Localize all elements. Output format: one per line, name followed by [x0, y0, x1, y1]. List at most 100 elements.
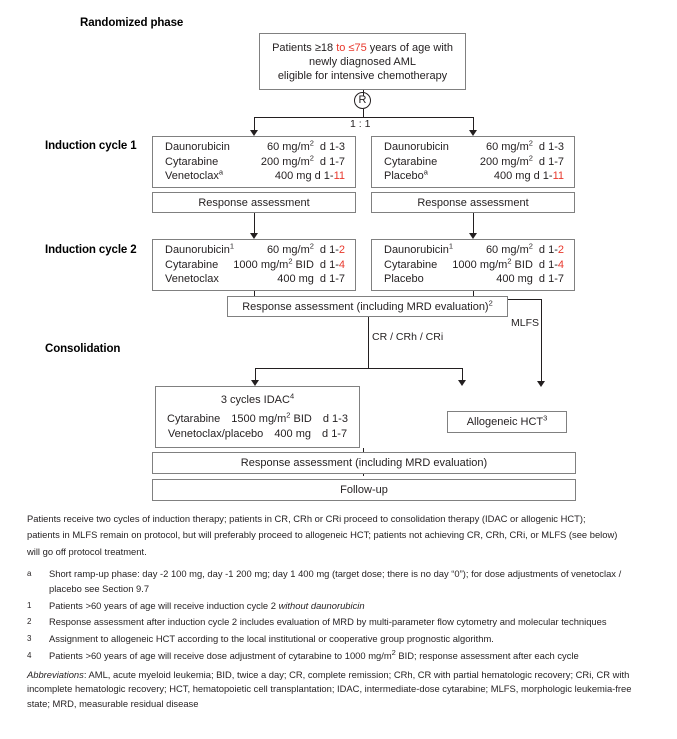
induction1-left-day: d 1-7 [319, 155, 345, 168]
connector-cr-vertical [368, 317, 369, 369]
induction2-right-drug-name: Daunorubicin1 [384, 241, 453, 257]
footnote-text-4: Patients >60 years of age will receive d… [49, 648, 579, 662]
induction1-right-drug-name: Cytarabine [384, 155, 438, 168]
induction2-left-drug-name: Daunorubicin1 [165, 241, 234, 257]
phase-label-consolidation: Consolidation [45, 343, 121, 355]
induction1-left-response-box: Response assessment [152, 192, 356, 213]
footnote-mark-1: 1 [27, 600, 32, 610]
connector-split-left [254, 117, 255, 132]
footnote-item-3: 3 Assignment to allogeneic HCT according… [27, 632, 652, 646]
idac-dose: 400 mg [274, 427, 312, 440]
induction2-left-drug-name: Cytarabine [165, 258, 219, 271]
phase-label-induction-cycle-1: Induction cycle 1 [45, 140, 137, 152]
arrow-cr-to-hct [458, 380, 466, 386]
arrow-to-induction2-right [469, 233, 477, 239]
footnote-intro-line-1: Patients receive two cycles of induction… [27, 513, 586, 524]
induction2-right-dose: 1000 mg/m2 BID [452, 256, 533, 271]
induction2-right-day-highlight: 2 [557, 244, 564, 257]
footnote-text-1: Patients >60 years of age will receive i… [49, 599, 365, 611]
final-response-assessment-label: Response assessment (including MRD evalu… [240, 457, 488, 469]
induction2-right-day: d 1-2 [538, 244, 564, 257]
idac-title: 3 cycles IDAC4 [220, 390, 295, 406]
induction2-right-drug-sup: 1 [448, 241, 453, 251]
footnote-text-3: Assignment to allogeneic HCT according t… [49, 633, 494, 645]
connector-mlfs-vertical [541, 299, 542, 383]
eligibility-line-2: newly diagnosed AML [308, 55, 416, 68]
induction2-left-dose: 1000 mg/m2 BID [233, 256, 314, 271]
response-assessment-mrd-box: Response assessment (including MRD evalu… [227, 296, 508, 317]
arrow-to-induction1-right [469, 130, 477, 136]
induction1-right-response-label: Response assessment [417, 196, 529, 209]
connector-i2-left-down [254, 291, 255, 298]
induction1-left-dose-day: 400 mg d 1-11 [274, 170, 345, 183]
induction1-right-drug-name: Daunorubicin [384, 141, 449, 154]
branch-label-mlfs: MLFS [511, 317, 540, 329]
idac-dose: 1500 mg/m2 BID [231, 409, 312, 425]
induction2-right-dose: 60 mg/m2 [485, 241, 533, 257]
footnote-abbreviations: Abbreviations: AML, acute myeloid leukem… [27, 668, 652, 712]
footnote-mark-2: 2 [27, 617, 32, 627]
followup-label: Follow-up [340, 484, 388, 496]
connector-i1-to-i2-right [473, 213, 474, 235]
induction1-right-row: Placeboa 400 mg d 1-11 [384, 167, 564, 184]
followup-box: Follow-up [152, 479, 576, 501]
induction2-right-day: d 1-7 [538, 273, 564, 286]
footnote-item-1: 1 Patients >60 years of age will receive… [27, 599, 652, 613]
footnote-item-4: 4 Patients >60 years of age will receive… [27, 649, 652, 663]
eligibility-line-3: eligible for intensive chemotherapy [277, 69, 448, 82]
connector-cr-to-idac [255, 368, 256, 382]
footnote-mark-4: 4 [27, 651, 32, 661]
arrow-to-induction2-left [250, 233, 258, 239]
induction1-right-drug-name: Placeboa [384, 167, 428, 183]
idac-drug-name: Cytarabine [167, 412, 232, 425]
response-assessment-mrd-label: Response assessment (including MRD evalu… [242, 297, 493, 313]
arrow-mlfs-to-hct [537, 381, 545, 387]
arrow-to-induction1-left [250, 130, 258, 136]
idac-row: Cytarabine 1500 mg/m2 BID d 1-3 [166, 409, 349, 427]
abbreviations-text: : AML, acute myeloid leukemia; BID, twic… [27, 668, 632, 709]
randomization-symbol: R [354, 92, 371, 109]
footnote-intro-line-3: will go off protocol treatment. [27, 545, 147, 557]
induction2-right-day-highlight: 4 [557, 258, 564, 271]
induction1-left-dose: 60 mg/m2 [266, 138, 314, 154]
induction1-right-response-box: Response assessment [371, 192, 575, 213]
induction1-right-drug-sup: a [423, 167, 428, 177]
induction1-right-day: d 1-7 [538, 155, 564, 168]
induction2-left-dose: 60 mg/m2 [266, 241, 314, 257]
connector-cr-to-hct [462, 368, 463, 382]
randomization-ratio-label: 1 : 1 [350, 118, 371, 130]
eligibility-line-1: Patients ≥18 to ≤75 years of age with [272, 41, 453, 54]
footnote-item-a: a Short ramp-up phase: day -2 100 mg, da… [27, 567, 652, 596]
induction1-left-drug-sup: a [218, 167, 223, 177]
induction2-left-day-highlight: 2 [338, 244, 345, 257]
connector-split-horizontal [254, 117, 473, 118]
footnote-text-2: Response assessment after induction cycl… [49, 616, 607, 628]
induction2-right-drug-name: Placebo [384, 273, 424, 286]
induction1-left-day-highlight: 11 [333, 170, 345, 183]
allogeneic-hct-box: Allogeneic HCT3 [447, 411, 567, 433]
induction1-right-dose: 200 mg/m2 [479, 153, 533, 168]
footnote-text-a: Short ramp-up phase: day -2 100 mg, day … [49, 568, 622, 594]
induction2-right-drug-name: Cytarabine [384, 258, 438, 271]
footnote-item-2: 2 Response assessment after induction cy… [27, 615, 652, 629]
induction2-right-row: Placebo 400 mg d 1-7 [384, 272, 564, 287]
abbreviations-title: Abbreviations [27, 668, 84, 680]
phase-label-induction-cycle-2: Induction cycle 2 [45, 244, 137, 256]
induction1-left-day: d 1-3 [319, 141, 345, 154]
final-response-assessment-box: Response assessment (including MRD evalu… [152, 452, 576, 474]
induction2-left-day: d 1-4 [319, 258, 345, 271]
induction2-left-row: Cytarabine 1000 mg/m2 BID d 1-4 [165, 256, 345, 273]
induction2-left-day: d 1-7 [319, 273, 345, 286]
induction1-right-dose-day: 400 mg d 1-11 [493, 170, 564, 183]
induction1-right-day: d 1-3 [538, 141, 564, 154]
footnote-mark-a: a [27, 569, 32, 579]
induction2-right-dose: 400 mg [496, 273, 533, 286]
connector-i1-to-i2-left [254, 213, 255, 235]
idac-day: d 1-3 [311, 412, 348, 425]
